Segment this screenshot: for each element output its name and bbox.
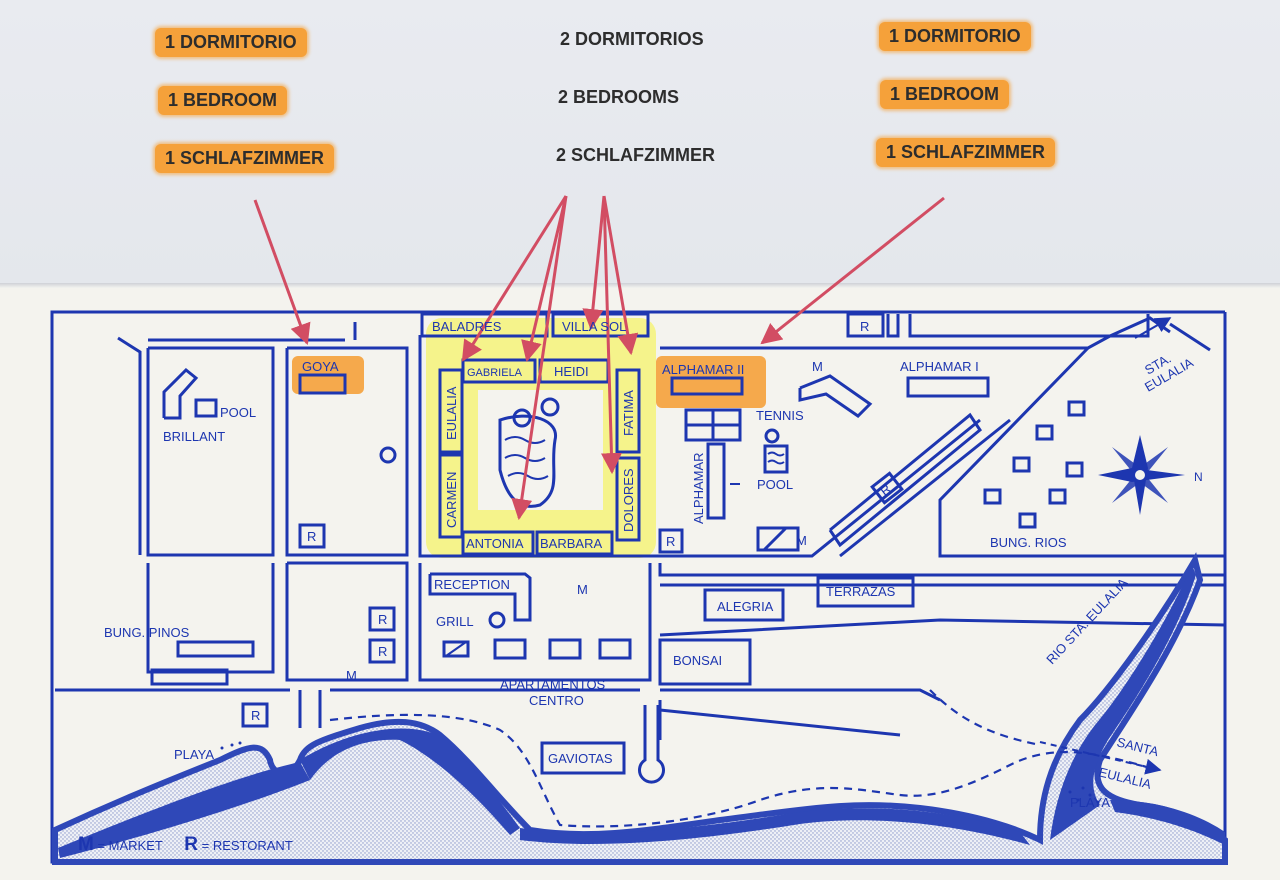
pool-left-label: POOL bbox=[220, 405, 256, 420]
r-center-label: R bbox=[666, 534, 675, 549]
left-label-bedroom: 1 BEDROOM bbox=[158, 86, 288, 115]
terrazas-label: TERRAZAS bbox=[826, 584, 896, 599]
left-label-schlafzimmer: 1 SCHLAFZIMMER bbox=[155, 144, 334, 173]
alphamar-label: ALPHAMAR bbox=[691, 452, 706, 524]
r-left2-label: R bbox=[378, 644, 387, 659]
alphamar-i-building bbox=[906, 376, 990, 398]
arrow-to-villa-sol bbox=[582, 195, 606, 331]
brillant-label: BRILLANT bbox=[163, 429, 225, 444]
grill-label: GRILL bbox=[436, 614, 474, 629]
m-diagonal-label: M bbox=[796, 533, 807, 548]
compass-rose-icon bbox=[1098, 435, 1185, 515]
right-label-schlafzimmer: 1 SCHLAFZIMMER bbox=[876, 138, 1055, 167]
arrow-to-dolores bbox=[600, 195, 622, 475]
legend-r-text: = RESTORANT bbox=[201, 838, 293, 853]
carmen-label: CARMEN bbox=[444, 472, 459, 528]
fatima-label: FATIMA bbox=[621, 390, 636, 436]
left-label-dormitorio: 1 DORMITORIO bbox=[155, 28, 307, 57]
brillant-building bbox=[162, 367, 199, 420]
map-lines bbox=[50, 310, 1227, 864]
alphamar-building bbox=[706, 442, 726, 520]
r-top-label: R bbox=[860, 319, 869, 334]
alegria-label: ALEGRIA bbox=[717, 599, 774, 614]
arrow-to-antonia bbox=[511, 195, 568, 521]
gaviotas-label: GAVIOTAS bbox=[548, 751, 613, 766]
bung-pinos-building-2 bbox=[150, 668, 229, 686]
legend-r-key: R bbox=[184, 834, 198, 855]
bung-pinos-label: BUNG. PINOS bbox=[104, 625, 190, 640]
r-goya-label: R bbox=[307, 529, 316, 544]
paper-fold bbox=[0, 283, 1280, 288]
villa-sol-label: VILLA SOL bbox=[562, 319, 626, 334]
right-label-dormitorio: 1 DORMITORIO bbox=[879, 22, 1031, 51]
m-left-label: M bbox=[346, 668, 357, 683]
santa-label: SANTA bbox=[1115, 734, 1160, 759]
terrazas-building bbox=[816, 576, 915, 608]
antonia-label: ANTONIA bbox=[466, 536, 524, 551]
center-label-dormitorios: 2 DORMITORIOS bbox=[560, 29, 704, 49]
m-top-label: M bbox=[812, 359, 823, 374]
santa-eulalia-direction-arrow bbox=[1039, 741, 1162, 775]
right-pool bbox=[763, 444, 789, 474]
barbara-building bbox=[535, 530, 614, 556]
bonsai-label: BONSAI bbox=[673, 653, 722, 668]
barbara-label: BARBARA bbox=[540, 536, 602, 551]
heidi-label: HEIDI bbox=[554, 364, 589, 379]
m-center-label: M bbox=[577, 582, 588, 597]
dolores-building bbox=[615, 456, 641, 542]
right-label-bedroom: 1 BEDROOM bbox=[880, 80, 1010, 109]
sta-eulalia-road-arrow bbox=[1134, 317, 1172, 339]
r-left1-label: R bbox=[378, 612, 387, 627]
arrow-to-alphamar-ii bbox=[760, 196, 945, 345]
gaviotas-building bbox=[540, 741, 626, 775]
sea bbox=[52, 552, 1228, 865]
alphamar-ii-label: ALPHAMAR II bbox=[662, 362, 744, 377]
pool-right-label: POOL bbox=[757, 477, 793, 492]
dolores-label: DOLORES bbox=[621, 468, 636, 532]
fatima-building bbox=[615, 368, 641, 454]
legend-m-key: M bbox=[78, 834, 94, 855]
eulalia-river-label: EULALIA bbox=[1097, 764, 1153, 792]
eulalia-label: EULALIA bbox=[444, 386, 459, 440]
arrow-to-goya bbox=[253, 199, 311, 345]
central-pool bbox=[498, 414, 557, 508]
dashed-paths bbox=[329, 689, 1151, 828]
gabriela-label: GABRIELA bbox=[467, 367, 523, 379]
sea-and-coast bbox=[52, 552, 1228, 865]
arrow-to-gabriela bbox=[521, 195, 568, 363]
apartamentos-label: APARTAMENTOS bbox=[500, 677, 606, 692]
river bbox=[1050, 565, 1196, 840]
bung-rios-label: BUNG. RIOS bbox=[990, 535, 1067, 550]
antonia-building bbox=[461, 530, 535, 556]
red-pointer-arrows bbox=[253, 195, 945, 521]
goya-building bbox=[298, 373, 347, 395]
bung-pinos-building-1 bbox=[176, 640, 255, 658]
playa-right-label: PLAYA bbox=[1070, 795, 1110, 810]
reception-label: RECEPTION bbox=[434, 577, 510, 592]
reception-building bbox=[428, 572, 532, 622]
compass-n-label: N bbox=[1194, 470, 1203, 484]
alegria-building bbox=[703, 588, 785, 622]
tennis-label: TENNIS bbox=[756, 408, 804, 423]
arrow-to-eulalia bbox=[461, 195, 568, 362]
inner-courtyard-highlight bbox=[478, 390, 603, 510]
eulalia-building bbox=[438, 368, 464, 454]
centro-label: CENTRO bbox=[529, 693, 584, 708]
goya-label: GOYA bbox=[302, 359, 339, 374]
legend-m-text: = MARKET bbox=[97, 838, 163, 853]
r-playa-label: R bbox=[251, 708, 260, 723]
playa-left-label: PLAYA bbox=[174, 747, 214, 762]
center-label-bedrooms: 2 BEDROOMS bbox=[558, 87, 680, 107]
alphamar-i-label: ALPHAMAR I bbox=[900, 359, 979, 374]
map-legend: M = MARKET R = RESTORANT bbox=[78, 834, 293, 856]
baladres-label: BALADRES bbox=[432, 319, 502, 334]
center-label-schlafzimmer: 2 SCHLAFZIMMER bbox=[556, 145, 715, 165]
arrow-to-fatima bbox=[602, 195, 639, 356]
alphamar-ii-building bbox=[670, 376, 744, 396]
playa-dots bbox=[220, 741, 1100, 804]
carmen-building bbox=[438, 453, 464, 539]
